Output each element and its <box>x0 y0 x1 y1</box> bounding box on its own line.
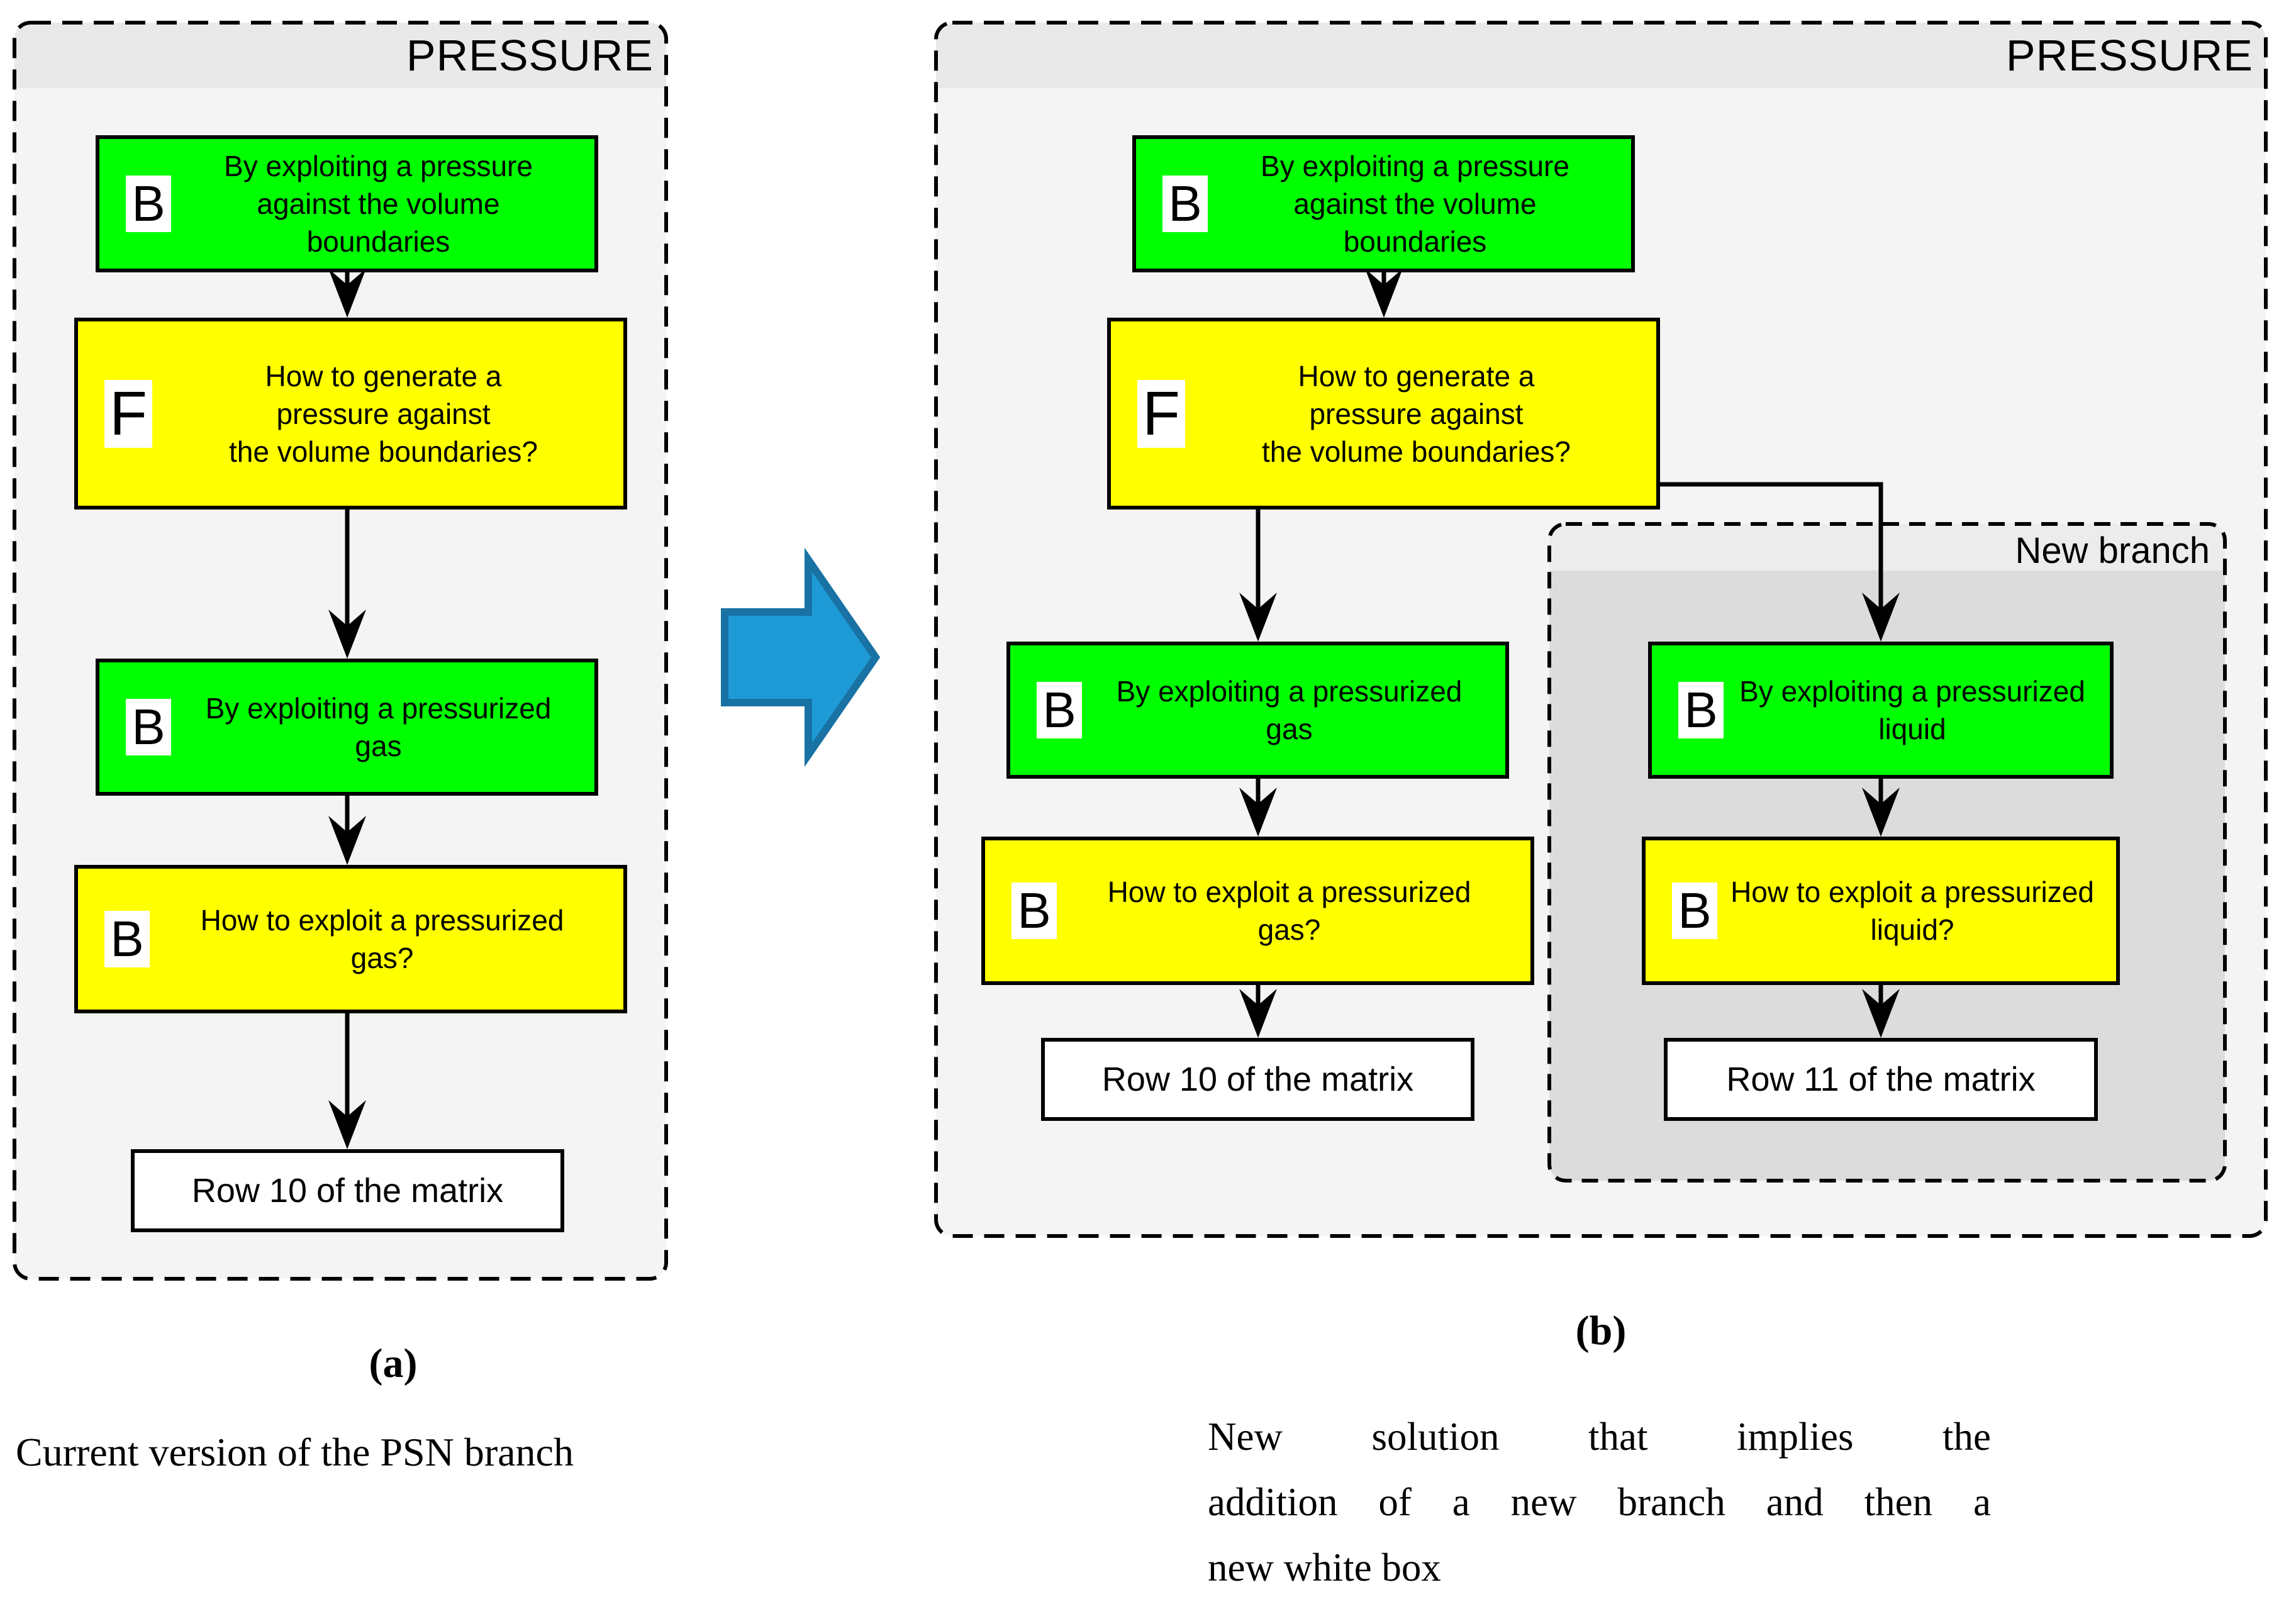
panel-a-arrowheads <box>328 269 366 1149</box>
transition-arrow-icon <box>721 547 881 767</box>
panel-b-header-strip <box>936 23 2266 88</box>
panel-a-dashed-border <box>13 21 668 1281</box>
box-type-label: B <box>1678 682 1724 738</box>
box-type-label: B <box>1037 682 1082 738</box>
box-row10-b: Row 10 of the matrix <box>1041 1038 1474 1121</box>
caption-b-line: new white box <box>1208 1545 1441 1590</box>
new-branch-dashed-border <box>1547 522 2227 1183</box>
panel-a-title: PRESSURE <box>406 31 654 80</box>
caption-marker-a: (a) <box>369 1340 418 1386</box>
caption-a: Current version of the PSN branch <box>16 1430 574 1474</box>
row-box-text: Row 11 of the matrix <box>1726 1061 2036 1098</box>
box-type-label: B <box>126 175 171 232</box>
box-row10-a: Row 10 of the matrix <box>131 1149 564 1232</box>
box-type-label: B <box>1011 882 1057 939</box>
caption-marker-b: (b) <box>1575 1308 1627 1354</box>
box-row11: Row 11 of the matrix <box>1664 1038 2098 1121</box>
box-type-label: B <box>1672 882 1717 939</box>
new-branch-header-strip <box>1549 524 2225 571</box>
box-type-label: B <box>126 699 171 755</box>
row-box-text: Row 10 of the matrix <box>1101 1061 1414 1098</box>
row-box-text: Row 10 of the matrix <box>191 1172 504 1210</box>
box-type-label: F <box>104 379 152 448</box>
panel-b-arrowheads <box>1239 269 1900 1038</box>
panel-a-header-strip <box>14 23 666 88</box>
panel-b-dashed-border <box>934 21 2268 1238</box>
panel-b-title: PRESSURE <box>2005 31 2253 80</box>
new-branch-title: New branch <box>2015 530 2210 571</box>
box-type-label: B <box>104 911 150 967</box>
box-type-label: F <box>1137 379 1185 448</box>
box-type-label: B <box>1162 175 1208 232</box>
